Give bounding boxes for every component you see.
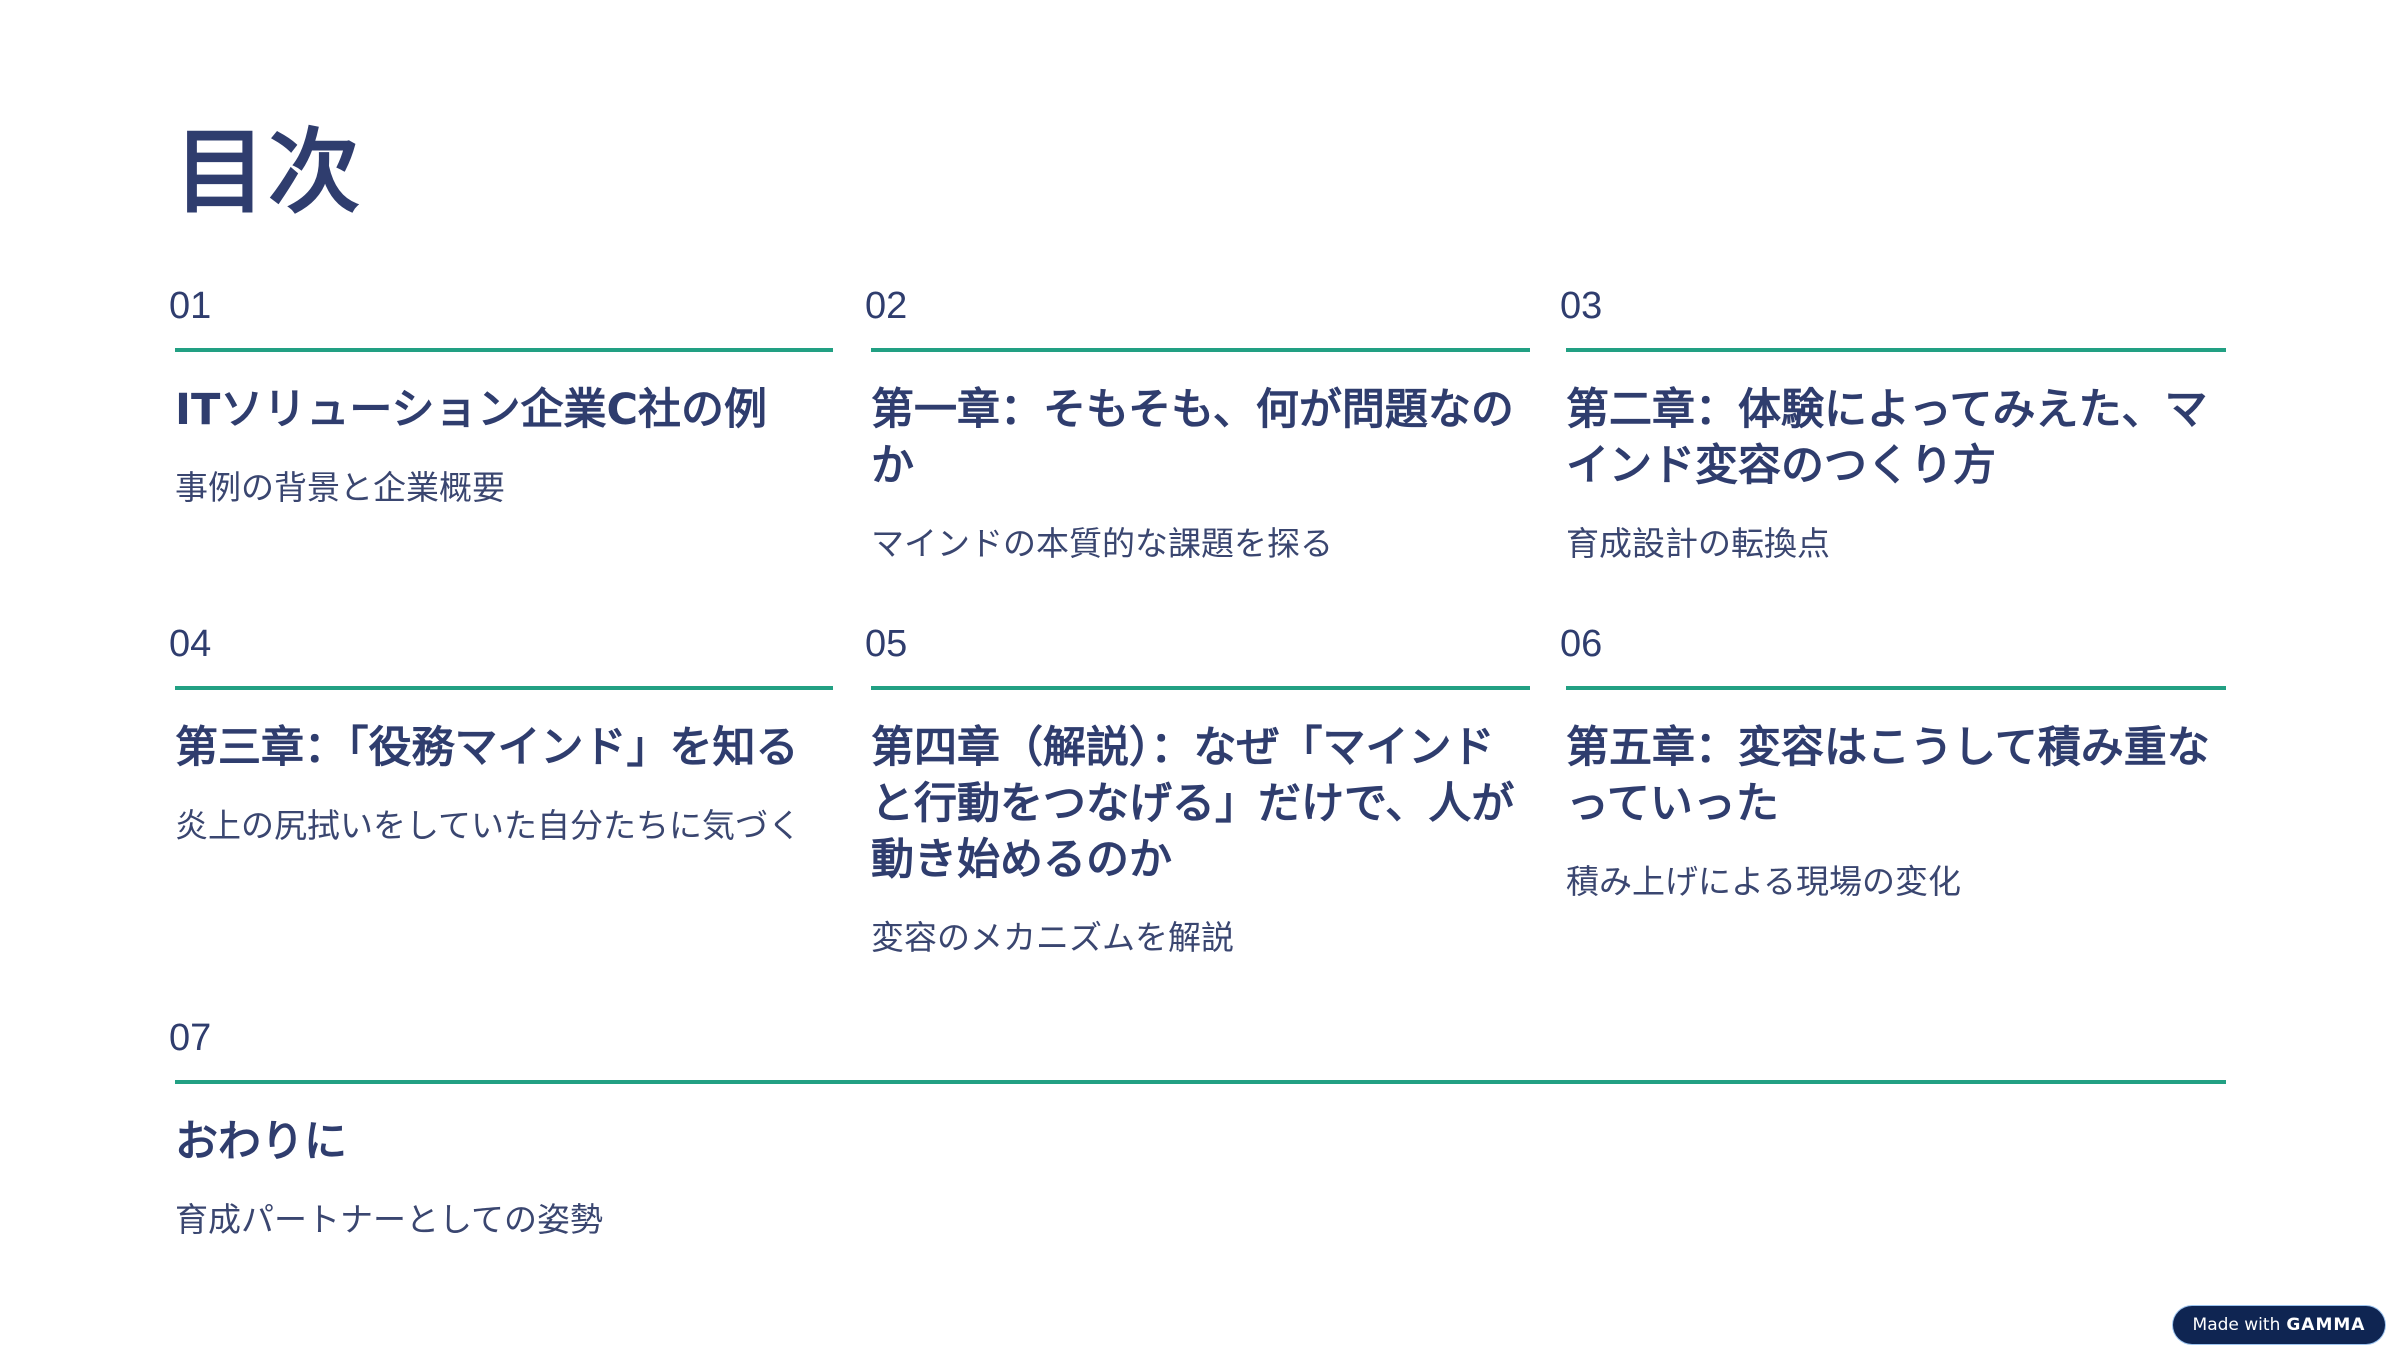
item-number: 06	[1560, 623, 1603, 665]
toc-item-06[interactable]: 06 第五章：変容はこうして積み重なっていった 積み上げによる現場の変化	[1560, 622, 2226, 910]
page-title: 目次	[174, 119, 363, 226]
divider	[175, 686, 833, 690]
item-number: 04	[169, 623, 212, 665]
item-heading: ITソリューション企業C社の例	[175, 385, 768, 435]
made-with-gamma-badge[interactable]: Made with GAMMA	[2173, 1306, 2385, 1344]
item-heading: 第五章：変容はこうして積み重なっていった	[1566, 723, 2210, 829]
toc-item-04[interactable]: 04 第三章：「役務マインド」を知る 炎上の尻拭いをしていた自分たちに気づく	[169, 622, 833, 854]
gamma-logo: GAMMA	[2286, 1315, 2366, 1335]
item-heading: 第二章：体験によってみえた、マインド変容のつくり方	[1566, 385, 2208, 491]
item-description: 育成パートナーとしての姿勢	[175, 1200, 604, 1239]
divider	[871, 348, 1530, 352]
item-description: 変容のメカニズムを解説	[871, 918, 1234, 957]
divider	[871, 686, 1530, 690]
item-description: マインドの本質的な課題を探る	[871, 524, 1333, 563]
toc-item-07[interactable]: 07 おわりに 育成パートナーとしての姿勢	[169, 1016, 2226, 1248]
toc-item-02[interactable]: 02 第一章：そもそも、何が問題なのか マインドの本質的な課題を探る	[865, 284, 1530, 572]
item-heading: 第三章：「役務マインド」を知る	[175, 723, 799, 773]
item-heading: おわりに	[175, 1117, 347, 1167]
item-description: 事例の背景と企業概要	[175, 468, 505, 507]
item-number: 01	[169, 285, 212, 327]
badge-prefix: Made with	[2192, 1315, 2281, 1335]
toc-item-03[interactable]: 03 第二章：体験によってみえた、マインド変容のつくり方 育成設計の転換点	[1560, 284, 2226, 572]
toc-item-01[interactable]: 01 ITソリューション企業C社の例 事例の背景と企業概要	[169, 284, 833, 516]
item-heading: 第一章：そもそも、何が問題なのか	[871, 385, 1514, 491]
item-heading: 第四章（解説）：なぜ「マインドと行動をつなげる」だけで、人が動き始めるのか	[871, 723, 1515, 885]
toc-item-05[interactable]: 05 第四章（解説）：なぜ「マインドと行動をつなげる」だけで、人が動き始めるのか…	[865, 622, 1530, 966]
item-number: 07	[169, 1017, 212, 1059]
item-description: 炎上の尻拭いをしていた自分たちに気づく	[175, 806, 802, 845]
divider	[1566, 686, 2226, 690]
divider	[1566, 348, 2226, 352]
item-number: 05	[865, 623, 908, 665]
divider	[175, 348, 833, 352]
item-description: 積み上げによる現場の変化	[1566, 862, 1962, 901]
item-number: 03	[1560, 285, 1603, 327]
item-number: 02	[865, 285, 908, 327]
item-description: 育成設計の転換点	[1566, 524, 1830, 563]
divider	[175, 1080, 2226, 1084]
